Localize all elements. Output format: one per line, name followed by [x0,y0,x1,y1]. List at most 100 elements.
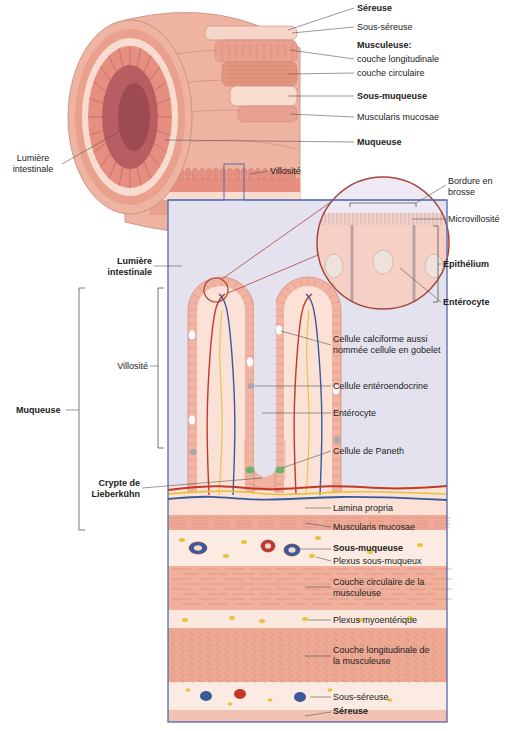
muscle-fiber [342,631,346,635]
cell-border [275,324,284,325]
part-label: Cellule de Paneth [333,446,404,457]
muscle-fiber [432,589,452,590]
muscle-fiber [180,673,184,677]
muscle-fiber [216,631,220,635]
plexus-dot [259,619,265,623]
muscle-fiber [432,599,452,600]
leader-line [281,331,331,345]
muscle-fiber [170,521,186,522]
base-artery [168,486,447,490]
muscle-fiber [405,661,409,665]
ring-lumen [102,65,158,169]
muscle-fiber [226,82,294,83]
cell-border [285,287,291,293]
muscle-fiber [360,667,364,671]
muscle-fiber [423,673,427,677]
muscle-fiber [286,584,306,585]
cell-border [314,278,316,287]
cell-border [332,396,341,397]
muscle-fiber [333,667,337,671]
muscle-fiber [234,667,238,671]
mag-cells [316,225,452,315]
muscle-fiber [270,637,274,641]
mucosal-fold [109,162,116,178]
muscle-fiber [234,631,238,635]
muscle-fiber [258,524,274,525]
cell-border [308,277,309,286]
muscle-fiber [171,649,175,653]
muscle-fiber [214,527,230,528]
muscle-fiber [333,679,337,683]
cell-border [275,428,284,429]
muscle-fiber [423,679,427,683]
muscle-fiber [369,679,373,683]
cell-border [275,404,284,405]
muscle-fiber [224,569,244,570]
cell-border [275,340,284,341]
muscle-fiber [189,673,193,677]
muscle-fiber [270,661,274,665]
cell-border [188,428,197,429]
part-label: Lumière intestinale [4,153,62,175]
mucosal-fold [150,67,160,80]
nerve-dot [328,688,333,692]
cell-border [188,364,197,365]
muscle-fiber [270,667,274,671]
vein [306,294,322,495]
small-villus [192,168,198,180]
muscle-fiber [198,631,202,635]
muscle-fiber [192,521,208,522]
muscle-fiber [207,643,211,647]
muscle-fiber [297,631,301,635]
muscle-fiber [432,637,436,641]
microvillus [376,213,378,226]
muscle-fiber [172,569,192,570]
muscle-fiber [252,655,256,659]
muscle-fiber [396,661,400,665]
muscle-fiber [180,661,184,665]
cell-border [188,412,197,413]
muscle-fiber [396,655,400,659]
muscle-fiber [192,527,208,528]
part-label: Séreuse [357,3,392,14]
muscle-fiber [261,631,265,635]
enteroendocrine-cell [248,383,255,389]
leader-line [290,50,354,59]
muscle-fiber [333,673,337,677]
muscle-fiber [297,649,301,653]
muscle-fiber [360,637,364,641]
muscle-fiber [302,579,322,580]
plexus-dot [182,618,188,622]
nerve-dot [417,543,423,547]
cell-border [332,356,341,357]
crypt-wall [245,440,285,488]
muscle-fiber [315,655,319,659]
mucosal-fold [158,117,172,118]
microvillus [324,213,326,226]
vein [219,294,235,495]
leader-line [305,656,331,657]
muscle-fiber [354,599,374,600]
muscle-fiber [412,521,428,522]
zoom-link [168,200,224,201]
nerve-dot [186,688,191,692]
small-villus [206,168,212,180]
muscle-fiber [328,569,348,570]
muscle-fiber [252,637,256,641]
muscle-fiber [171,643,175,647]
cell-border [332,332,341,333]
cell-border [332,316,341,317]
microvillus [356,213,358,226]
cell-border [332,372,341,373]
muscle-fiber [312,584,332,585]
muscle-fiber [315,643,319,647]
mucosal-fold [144,56,151,72]
cell-border [329,294,337,299]
lumen-depth [118,83,150,151]
muscle-fiber [351,667,355,671]
cell-border [320,281,325,289]
muscle-fiber [328,599,348,600]
cell-border [275,484,284,485]
muscle-fiber [216,649,220,653]
